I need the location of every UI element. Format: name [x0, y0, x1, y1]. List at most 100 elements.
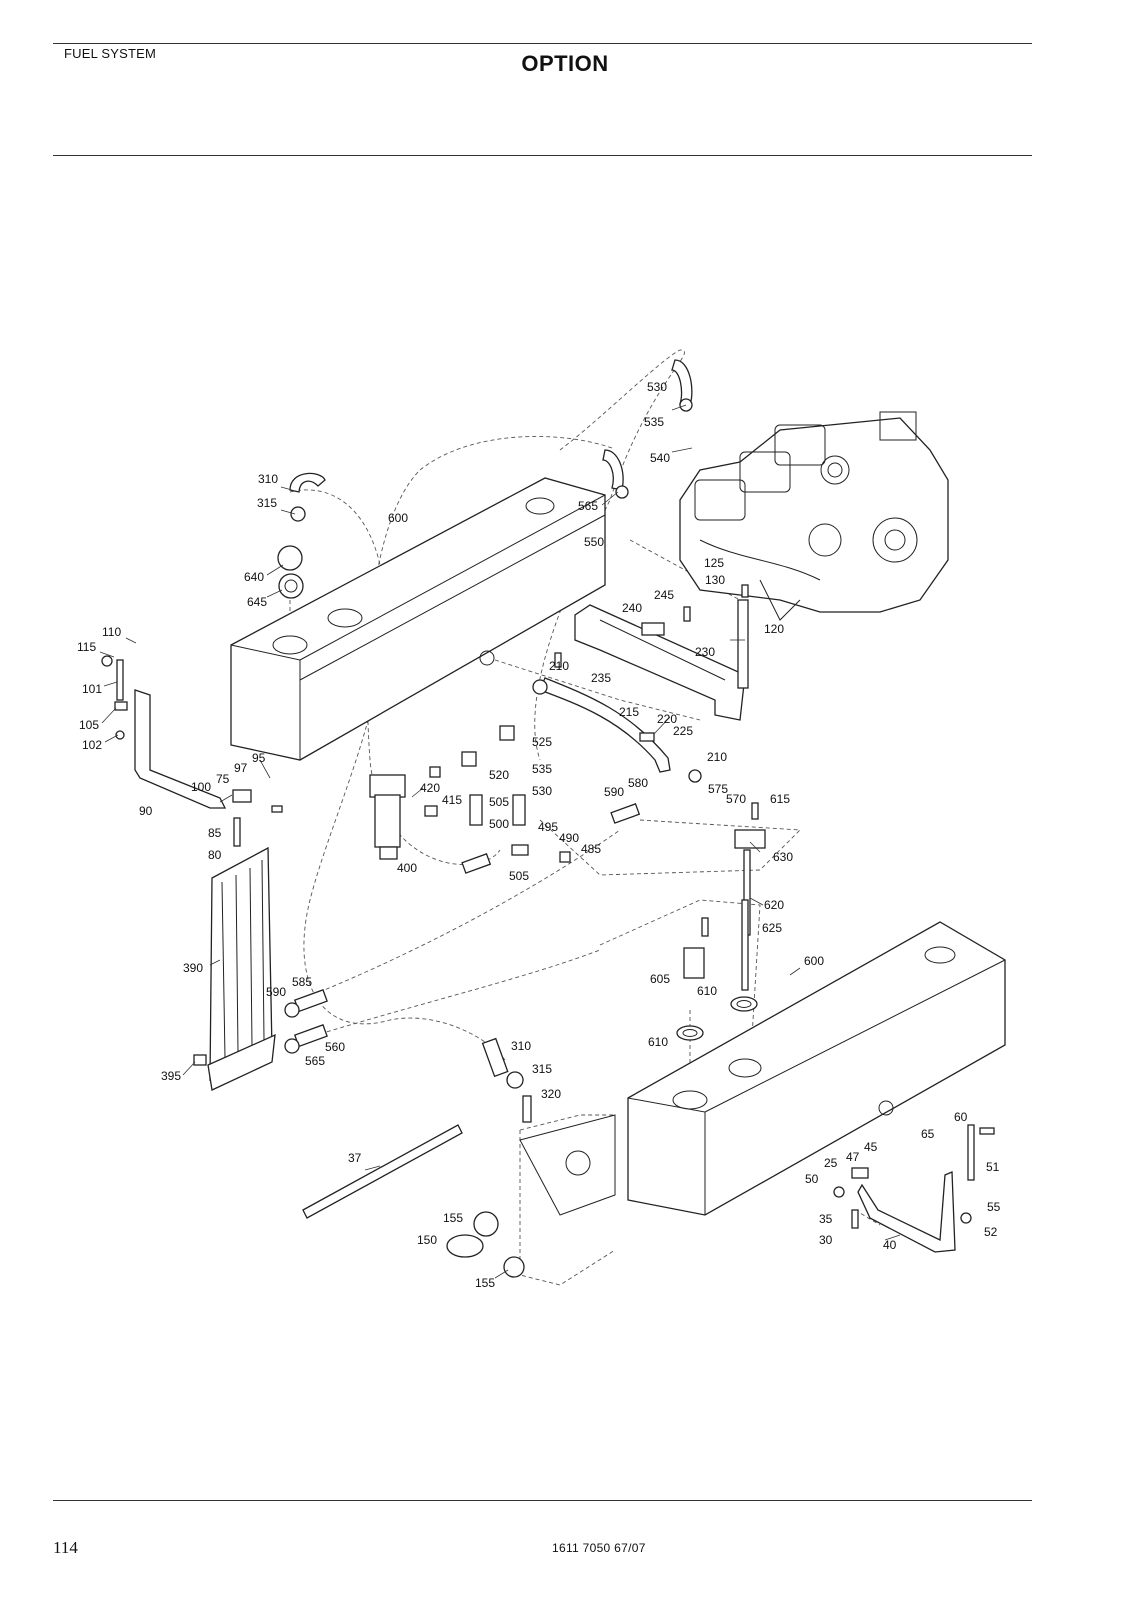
callout-390: 390: [183, 961, 203, 975]
callout-155: 155: [443, 1211, 463, 1225]
callout-315: 315: [257, 496, 277, 510]
callout-610: 610: [697, 984, 717, 998]
callout-560: 560: [325, 1040, 345, 1054]
engine-block: [679, 411, 949, 621]
callout-60: 60: [954, 1110, 968, 1124]
callout-245: 245: [654, 588, 674, 602]
callout-225: 225: [673, 724, 693, 738]
callout-640: 640: [244, 570, 264, 584]
callout-55: 55: [987, 1200, 1001, 1214]
page-number: 114: [53, 1538, 78, 1557]
callout-150: 150: [417, 1233, 437, 1247]
callout-120: 120: [764, 622, 784, 636]
callout-550: 550: [584, 535, 604, 549]
callout-210: 210: [707, 750, 727, 764]
callout-395: 395: [161, 1069, 181, 1083]
callout-30: 30: [819, 1233, 833, 1247]
callout-615: 615: [770, 792, 790, 806]
header-bottom-rule: [53, 155, 1032, 156]
document-number: 1611 7050 67/07: [552, 1541, 646, 1555]
callout-310: 310: [258, 472, 278, 486]
callout-500: 500: [489, 817, 509, 831]
rings-and-gaskets: [277, 398, 758, 1089]
callout-420: 420: [420, 781, 440, 795]
callout-80: 80: [208, 848, 222, 862]
callout-530: 530: [532, 784, 552, 798]
heat-shield: [207, 846, 276, 1091]
callout-47: 47: [846, 1150, 860, 1164]
callout-labels: 530 535 540 310 315 600 565 550 640 645 …: [77, 380, 1001, 1290]
fasteners: [101, 584, 995, 1229]
callout-45: 45: [864, 1140, 878, 1154]
callout-505: 505: [489, 795, 509, 809]
callout-215: 215: [619, 705, 639, 719]
callout-535: 535: [644, 415, 664, 429]
callout-505: 505: [509, 869, 529, 883]
callout-210: 210: [549, 659, 569, 673]
callout-565: 565: [578, 499, 598, 513]
callout-130: 130: [705, 573, 725, 587]
callout-565: 565: [305, 1054, 325, 1068]
callout-600: 600: [388, 511, 408, 525]
fuel-tank-lower: [627, 921, 1006, 1216]
callout-605: 605: [650, 972, 670, 986]
callout-620: 620: [764, 898, 784, 912]
callout-240: 240: [622, 601, 642, 615]
callout-230: 230: [695, 645, 715, 659]
tank-bracket: [574, 604, 746, 721]
callout-105: 105: [79, 718, 99, 732]
callout-90: 90: [139, 804, 153, 818]
tank-straps: [134, 689, 956, 1253]
callout-540: 540: [650, 451, 670, 465]
footer-rule: [53, 1500, 1032, 1501]
callout-101: 101: [82, 682, 102, 696]
callout-625: 625: [762, 921, 782, 935]
callout-415: 415: [442, 793, 462, 807]
callout-75: 75: [216, 772, 230, 786]
callout-37: 37: [348, 1151, 362, 1165]
callout-25: 25: [824, 1156, 838, 1170]
callout-85: 85: [208, 826, 222, 840]
hoses: [289, 359, 751, 1078]
callout-525: 525: [532, 735, 552, 749]
callout-400: 400: [397, 861, 417, 875]
fuel-tank-upper: [230, 477, 606, 761]
callout-220: 220: [657, 712, 677, 726]
callout-100: 100: [191, 780, 211, 794]
callout-485: 485: [581, 842, 601, 856]
callout-50: 50: [805, 1172, 819, 1186]
callout-590: 590: [266, 985, 286, 999]
callout-leaders: [99, 404, 901, 1279]
page-title: OPTION: [521, 51, 609, 76]
callout-95: 95: [252, 751, 266, 765]
fill-neck-assembly: [302, 1114, 616, 1278]
callout-495: 495: [538, 820, 558, 834]
callout-310: 310: [511, 1039, 531, 1053]
callout-535: 535: [532, 762, 552, 776]
callout-490: 490: [559, 831, 579, 845]
callout-630: 630: [773, 850, 793, 864]
callout-102: 102: [82, 738, 102, 752]
callout-125: 125: [704, 556, 724, 570]
callout-575: 575: [708, 782, 728, 796]
callout-610: 610: [648, 1035, 668, 1049]
callout-35: 35: [819, 1212, 833, 1226]
callout-65: 65: [921, 1127, 935, 1141]
callout-235: 235: [591, 671, 611, 685]
callout-97: 97: [234, 761, 248, 775]
callout-520: 520: [489, 768, 509, 782]
callout-110: 110: [102, 625, 121, 639]
callout-115: 115: [77, 640, 96, 654]
callout-52: 52: [984, 1225, 998, 1239]
callout-155: 155: [475, 1276, 495, 1290]
callout-51: 51: [986, 1160, 1000, 1174]
callout-585: 585: [292, 975, 312, 989]
callout-590: 590: [604, 785, 624, 799]
callout-600: 600: [804, 954, 824, 968]
callout-40: 40: [883, 1238, 897, 1252]
callout-320: 320: [541, 1087, 561, 1101]
callout-570: 570: [726, 792, 746, 806]
callout-315: 315: [532, 1062, 552, 1076]
header-top-rule: [53, 43, 1032, 44]
